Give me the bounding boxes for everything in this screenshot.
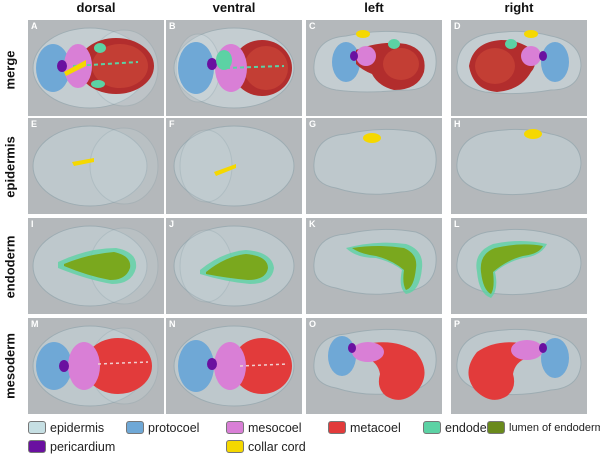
- legend-label-protocoel: protocoel: [148, 421, 200, 435]
- panel-b-merge-ventral: B: [166, 20, 302, 116]
- panel-image-l: [456, 228, 582, 298]
- panel-image-g: [313, 128, 437, 195]
- panel-letter: J: [169, 219, 175, 229]
- legend-swatch-lumen-of-endoderm: [487, 421, 505, 434]
- panel-o-mesoderm-left: O: [306, 318, 442, 414]
- legend-swatch-endoderm: [423, 421, 441, 434]
- column-header-right: right: [504, 0, 534, 15]
- panel-c-merge-left: C: [306, 20, 442, 116]
- panel-image-h: [456, 128, 582, 196]
- panel-g-epidermis-left: G: [306, 118, 442, 214]
- panel-letter: I: [31, 219, 34, 229]
- panel-letter: F: [169, 119, 175, 129]
- row-header-endoderm-label: endoderm: [2, 235, 18, 299]
- panel-letter: H: [454, 119, 461, 129]
- panel-h-epidermis-right: H: [451, 118, 587, 214]
- panel-letter: L: [454, 219, 460, 229]
- row-header-mesoderm: mesoderm: [0, 318, 20, 414]
- panel-letter: O: [309, 319, 317, 329]
- legend-swatch-epidermis: [28, 421, 46, 434]
- panel-image-m: [32, 325, 159, 407]
- panel-letter: P: [454, 319, 461, 329]
- legend-label-mesocoel: mesocoel: [248, 421, 302, 435]
- row-header-mesoderm-label: mesoderm: [2, 333, 18, 399]
- panel-image-i: [32, 225, 159, 307]
- row-header-merge: merge: [0, 22, 20, 118]
- column-header-ventral: ventral: [212, 0, 256, 15]
- panel-n-mesoderm-ventral: N: [166, 318, 302, 414]
- panel-letter: E: [31, 119, 38, 129]
- panel-image-c: [313, 30, 437, 93]
- panel-image-p: [456, 328, 582, 400]
- legend-swatch-protocoel: [126, 421, 144, 434]
- panel-letter: B: [169, 21, 176, 31]
- panel-f-epidermis-ventral: F: [166, 118, 302, 214]
- panel-letter: A: [31, 21, 38, 31]
- legend-swatch-mesocoel: [226, 421, 244, 434]
- legend-label-epidermis: epidermis: [50, 421, 105, 435]
- panel-letter: N: [169, 319, 176, 329]
- panel-image-o: [313, 328, 437, 400]
- legend-label-lumen-of-endoderm: lumen of endoderm: [509, 422, 600, 434]
- panel-image-k: [313, 228, 437, 295]
- panel-image-d: [456, 30, 582, 95]
- legend-label-collar-cord: collar cord: [248, 440, 306, 454]
- panel-image-a: [32, 27, 159, 109]
- legend-label-pericardium: pericardium: [50, 440, 116, 454]
- panel-image-b: [173, 27, 295, 109]
- panel-j-endoderm-ventral: J: [166, 218, 302, 314]
- legend-label-metacoel: metacoel: [350, 421, 401, 435]
- column-header-left: left: [364, 0, 384, 15]
- row-header-epidermis-label: epidermis: [2, 136, 18, 198]
- legend-swatch-collar-cord: [226, 440, 244, 453]
- panel-e-epidermis-dorsal: E: [28, 118, 164, 214]
- panel-letter: M: [31, 319, 39, 329]
- panel-a-merge-dorsal: A: [28, 20, 164, 116]
- panel-d-merge-right: D: [451, 20, 587, 116]
- panel-k-endoderm-left: K: [306, 218, 442, 314]
- panel-i-endoderm-dorsal: I: [28, 218, 164, 314]
- panel-image-j: [173, 225, 295, 307]
- panel-letter: K: [309, 219, 316, 229]
- panel-letter: C: [309, 21, 316, 31]
- panel-p-mesoderm-right: P: [451, 318, 587, 414]
- row-header-epidermis: epidermis: [0, 119, 20, 215]
- legend-swatch-metacoel: [328, 421, 346, 434]
- row-header-merge-label: merge: [2, 50, 18, 90]
- panel-m-mesoderm-dorsal: M: [28, 318, 164, 414]
- panel-letter: D: [454, 21, 461, 31]
- panel-image-n: [173, 325, 295, 407]
- panel-letter: G: [309, 119, 317, 129]
- panel-l-endoderm-right: L: [451, 218, 587, 314]
- panel-image-f: [173, 125, 295, 207]
- column-header-dorsal: dorsal: [76, 0, 116, 15]
- row-header-endoderm: endoderm: [0, 219, 20, 315]
- legend-swatch-pericardium: [28, 440, 46, 453]
- panel-image-e: [32, 125, 159, 207]
